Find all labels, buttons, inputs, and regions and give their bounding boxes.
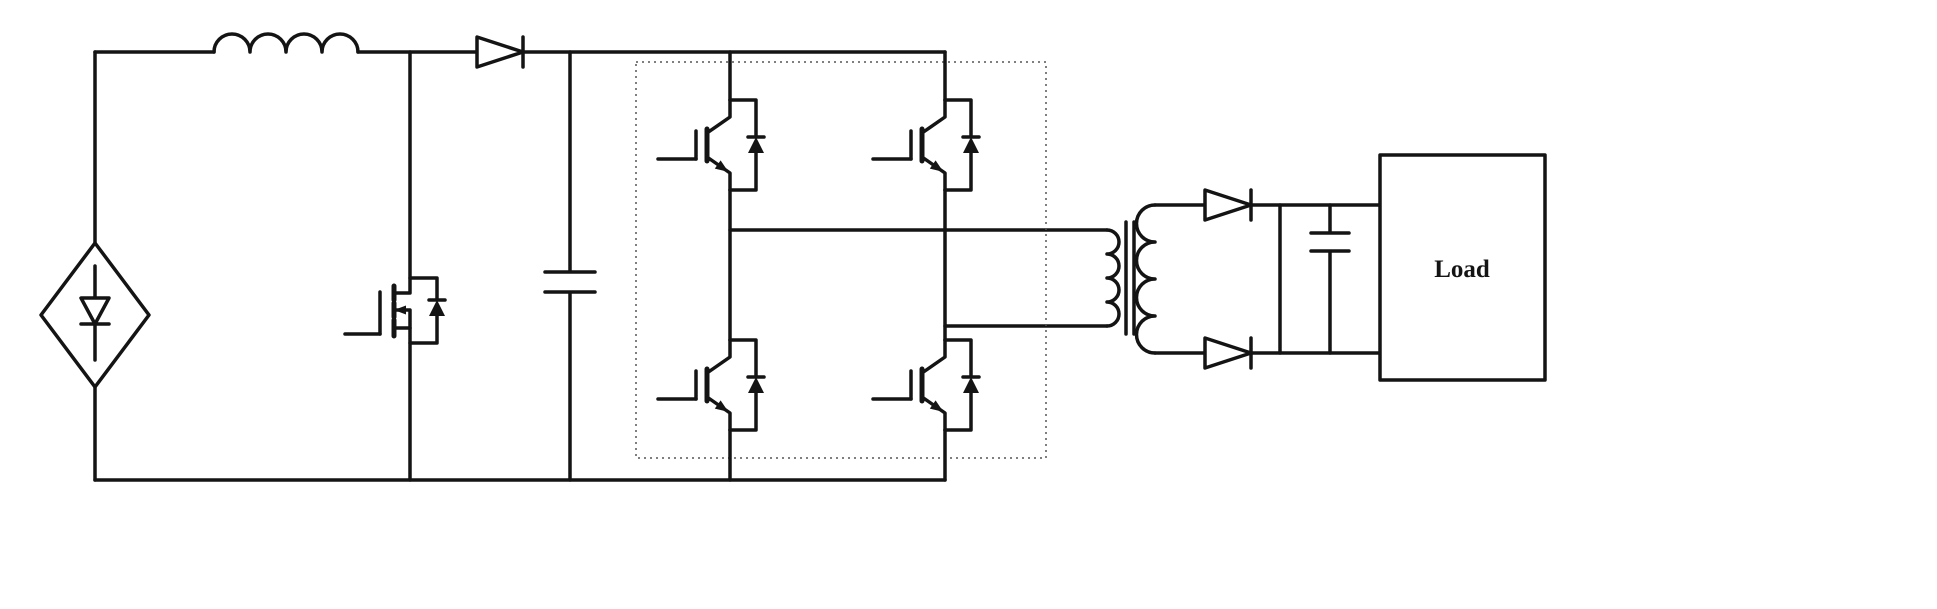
bridge-rectifier-symbol bbox=[39, 241, 151, 389]
wires bbox=[93, 50, 1382, 482]
load-box bbox=[1378, 153, 1547, 382]
mosfet-symbol bbox=[343, 50, 447, 482]
igbt-bottom-left bbox=[658, 340, 764, 430]
transformer-symbol bbox=[1105, 203, 1157, 355]
mosfet-body-diode bbox=[408, 276, 447, 345]
load-block: Load bbox=[1378, 153, 1547, 382]
transformer-secondary-winding bbox=[1134, 203, 1157, 355]
bridge-diode-triangle bbox=[79, 296, 111, 326]
dc-link-capacitor-symbol bbox=[543, 50, 597, 482]
transformer-core bbox=[1124, 220, 1136, 336]
boost-diode-symbol bbox=[475, 35, 525, 69]
output-diode-top-symbol bbox=[1203, 188, 1253, 222]
igbt-bottom-right bbox=[873, 340, 979, 430]
full-bridge-inverter bbox=[635, 50, 1047, 482]
mosfet-arrow bbox=[394, 305, 406, 315]
igbt-top-left bbox=[658, 100, 764, 190]
transformer-primary-winding bbox=[1105, 228, 1121, 328]
inductor-symbol bbox=[212, 32, 360, 54]
output-diode-bottom-symbol bbox=[1203, 336, 1253, 370]
mosfet-source-leg bbox=[392, 326, 412, 482]
output-capacitor-symbol bbox=[1309, 203, 1351, 355]
mosfet-drain-leg bbox=[392, 50, 412, 295]
igbt-top-right bbox=[873, 100, 979, 190]
inverter-dotted-outline bbox=[635, 61, 1047, 459]
load-label: Load bbox=[1434, 256, 1490, 283]
